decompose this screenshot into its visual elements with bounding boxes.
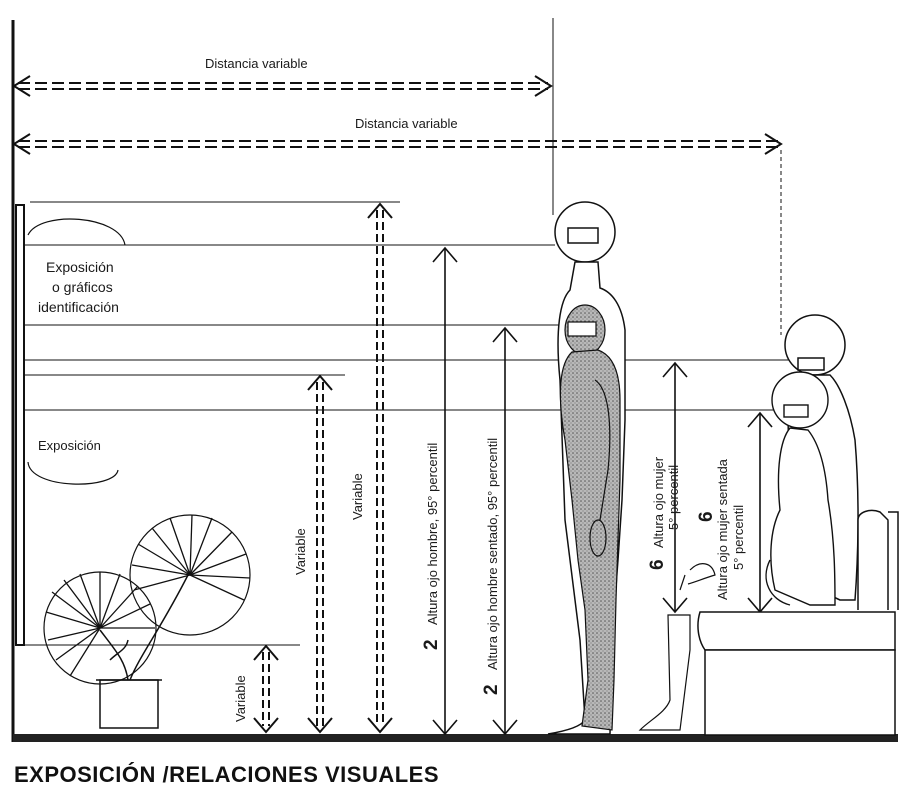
figure-caption: EXPOSICIÓN /RELACIONES VISUALES xyxy=(14,762,440,787)
woman-seated-label-line2: 5° percentil xyxy=(731,505,746,570)
seated-woman-figure xyxy=(765,371,836,606)
display-upper-arc xyxy=(27,218,126,246)
display-panel xyxy=(15,204,25,646)
dimension-man-seated xyxy=(492,326,518,736)
distance-label-second: Distancia variable xyxy=(355,116,458,131)
man-seated-number: 2 xyxy=(481,684,502,695)
woman-standing-label-line1: Altura ojo mujer xyxy=(651,456,666,548)
distance-arrow-top xyxy=(12,75,553,97)
variable-label-mid: Variable xyxy=(293,528,308,575)
man-standing-label: Altura ojo hombre, 95° percentil xyxy=(425,443,440,625)
display-upper-line3: identificación xyxy=(38,299,119,315)
floor-line xyxy=(13,734,898,742)
dimension-man-standing xyxy=(432,246,458,736)
variable-dimension-mid xyxy=(307,374,333,734)
variable-dimension-short xyxy=(253,644,279,734)
man-seated-label: Altura ojo hombre sentado, 95° percentil xyxy=(485,438,500,670)
woman-standing-label-line2: 5° percentil xyxy=(666,465,681,530)
display-lower-label: Exposición xyxy=(38,438,101,453)
display-upper-line1: Exposición xyxy=(46,259,114,275)
woman-seated-label-line1: Altura ojo mujer sentada xyxy=(715,458,730,600)
man-standing-number: 2 xyxy=(421,639,442,650)
display-lower-arc xyxy=(27,461,119,485)
distance-label-top: Distancia variable xyxy=(205,56,308,71)
distance-arrow-second xyxy=(12,133,783,155)
bench xyxy=(697,509,899,736)
sight-lines xyxy=(24,201,800,646)
variable-label-tall: Variable xyxy=(350,473,365,520)
woman-seated-number: 6 xyxy=(696,511,717,522)
variable-label-short: Variable xyxy=(233,675,248,722)
woman-standing-number: 6 xyxy=(647,559,668,570)
variable-dimension-tall xyxy=(367,202,393,734)
dimension-woman-seated xyxy=(747,411,773,614)
exhibition-diagram: Distancia variable Distancia variable Ex… xyxy=(11,18,899,742)
dimension-woman-standing xyxy=(662,361,688,614)
standing-man-shaded xyxy=(559,304,621,731)
standing-woman-outline xyxy=(638,563,716,731)
plant-illustration xyxy=(43,514,251,729)
display-upper-line2: o gráficos xyxy=(52,279,113,295)
